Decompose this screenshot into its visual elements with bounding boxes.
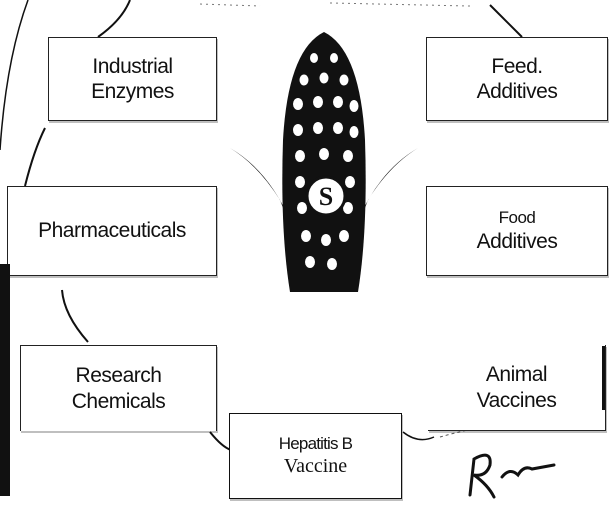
food-additives-box: Food Additives: [426, 186, 608, 276]
industrial-enzymes-box: Industrial Enzymes: [48, 37, 217, 121]
connector-top-right: [490, 5, 522, 37]
scan-dashes-top: [200, 3, 470, 6]
food-additives-label: Food Additives: [477, 208, 558, 254]
research-chemicals-line-2: Chemicals: [72, 389, 166, 414]
feed-additives-line-1: Feed.: [477, 54, 558, 79]
food-additives-line-2: Additives: [477, 229, 558, 254]
connector-hepatitis-to-animal: [403, 432, 434, 440]
hepatitis-b-vaccine-label: Hepatitis B Vaccine: [279, 434, 352, 478]
handwritten-signature-icon: [462, 445, 562, 505]
scan-edge-tick: [602, 346, 605, 410]
hepatitis-b-vaccine-box: Hepatitis B Vaccine: [229, 413, 402, 499]
feed-additives-box: Feed. Additives: [426, 37, 608, 121]
research-chemicals-label: Research Chemicals: [72, 363, 166, 413]
connector-top-left: [98, 0, 130, 37]
animal-vaccines-label: Animal Vaccines: [477, 362, 557, 412]
pharmaceuticals-line-1: Pharmaceuticals: [38, 218, 186, 243]
connector-industrial-to-pharma: [25, 128, 45, 186]
animal-vaccines-line-1: Animal: [477, 362, 557, 387]
research-chemicals-line-1: Research: [72, 363, 166, 388]
hepatitis-b-vaccine-line-2: Vaccine: [279, 454, 352, 478]
research-chemicals-box: Research Chemicals: [20, 345, 217, 431]
animal-vaccines-box: Animal Vaccines: [428, 345, 606, 431]
pharmaceuticals-label: Pharmaceuticals: [38, 218, 186, 243]
industrial-enzymes-label: Industrial Enzymes: [91, 54, 174, 104]
connector-pharma-to-research: [62, 290, 88, 342]
feed-additives-line-2: Additives: [477, 79, 558, 104]
food-additives-line-1: Food: [477, 208, 558, 228]
connector-left-arc: [0, 0, 28, 150]
corn-cob-icon: S: [228, 30, 420, 292]
industrial-enzymes-line-1: Industrial: [91, 54, 174, 79]
scan-edge-bar: [0, 264, 10, 496]
connector-research-to-hepatitis: [210, 432, 231, 450]
hepatitis-b-vaccine-line-1: Hepatitis B: [279, 434, 352, 454]
industrial-enzymes-line-2: Enzymes: [91, 79, 174, 104]
animal-vaccines-line-2: Vaccines: [477, 388, 557, 413]
pharmaceuticals-box: Pharmaceuticals: [7, 186, 217, 276]
corn-emblem-letter: S: [319, 182, 333, 211]
corn-cob-body-icon: [282, 32, 365, 292]
feed-additives-label: Feed. Additives: [477, 54, 558, 104]
